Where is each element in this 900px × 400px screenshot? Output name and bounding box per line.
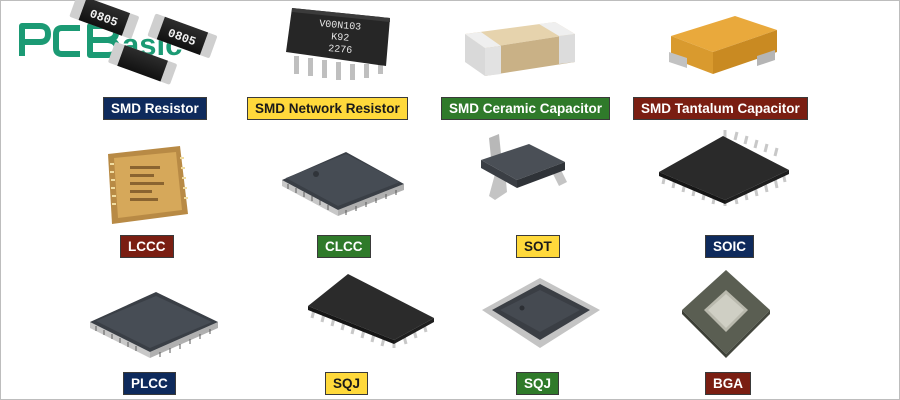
label-smd-resistor: SMD Resistor — [103, 97, 207, 120]
lccc-image — [108, 146, 188, 224]
sqj-1-image — [308, 274, 434, 348]
network-marking-2: K92 — [331, 32, 350, 45]
smd-resistor-image: 0805 0805 — [69, 0, 217, 85]
bga-image — [682, 270, 770, 358]
label-smd-network-resistor: SMD Network Resistor — [247, 97, 408, 120]
smd-ceramic-capacitor-image — [465, 22, 575, 76]
smd-network-resistor-image: V00N103 K92 2276 — [286, 8, 390, 80]
label-sqj-2: SQJ — [516, 372, 560, 395]
network-marking-1: V00N103 — [319, 19, 362, 34]
label-plcc: PLCC — [123, 372, 176, 395]
label-sot: SOT — [516, 235, 560, 258]
smd-tantalum-capacitor-image — [669, 16, 777, 74]
label-lccc: LCCC — [120, 235, 174, 258]
clcc-image — [282, 152, 404, 216]
plcc-image — [90, 292, 218, 358]
label-smd-tantalum-capacitor: SMD Tantalum Capacitor — [633, 97, 808, 120]
sqj-2-image — [482, 278, 600, 348]
soic-image — [659, 130, 789, 206]
sot-image — [481, 134, 567, 200]
label-soic: SOIC — [705, 235, 755, 258]
label-smd-ceramic-capacitor: SMD Ceramic Capacitor — [441, 97, 611, 120]
network-marking-3: 2276 — [328, 44, 353, 57]
label-clcc: CLCC — [317, 235, 371, 258]
label-bga: BGA — [705, 372, 751, 395]
label-sqj-1: SQJ — [325, 372, 369, 395]
